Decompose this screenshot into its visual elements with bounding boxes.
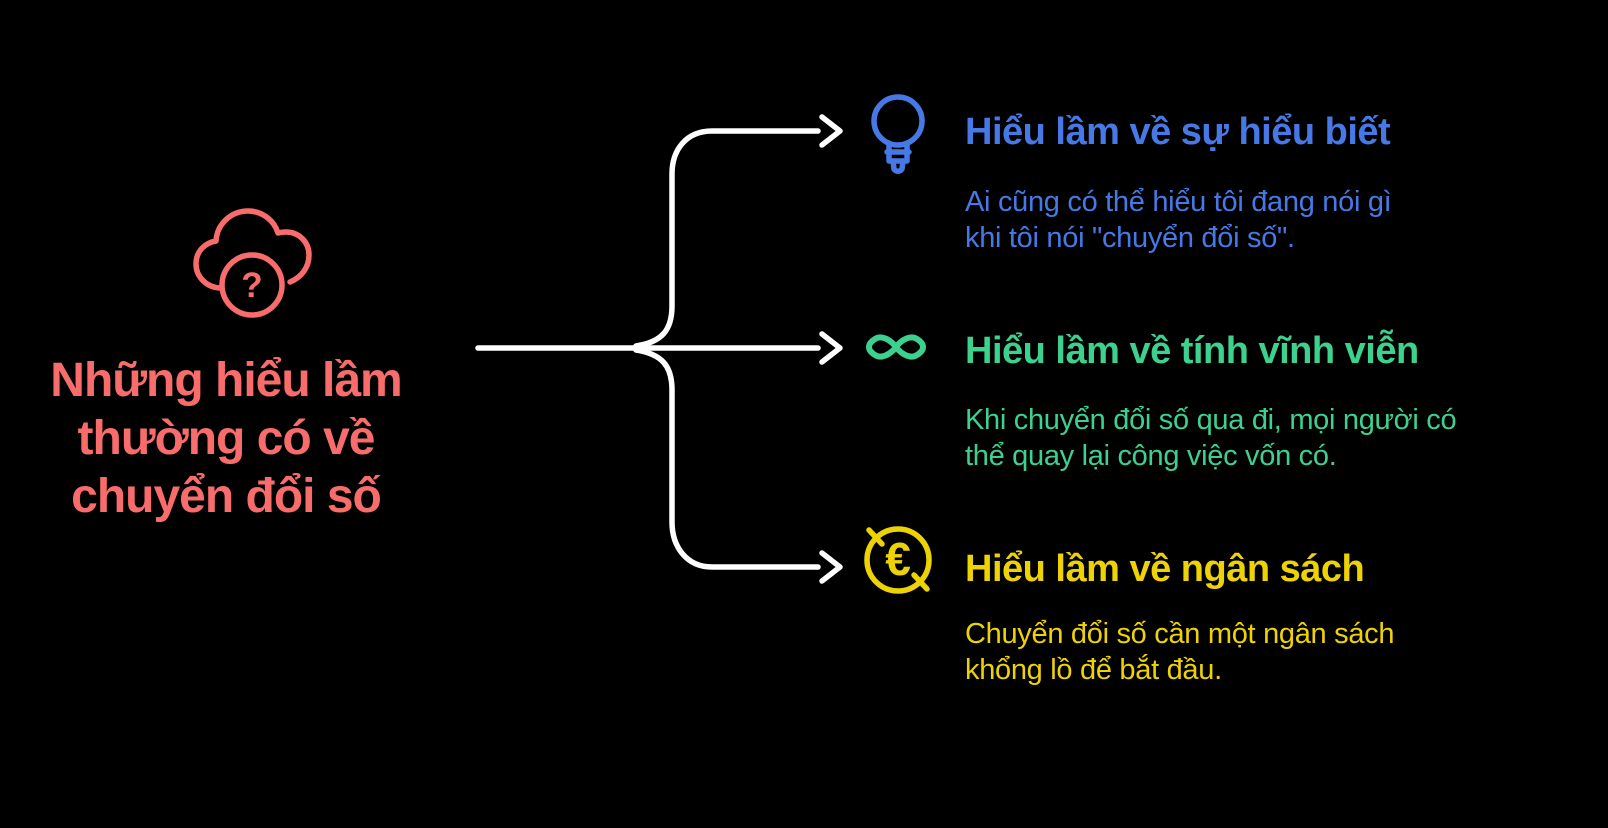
description-line: Ai cũng có thể hiểu tôi đang nói gì bbox=[965, 186, 1392, 218]
infinity-icon bbox=[866, 334, 926, 360]
branch-line-top bbox=[633, 128, 821, 349]
title-line: chuyển đổi số bbox=[71, 470, 382, 523]
lightbulb-icon bbox=[871, 94, 925, 174]
branch-line-bottom bbox=[633, 347, 821, 570]
description-line: Khi chuyển đổi số qua đi, mọi người có bbox=[965, 404, 1457, 436]
description-line: Chuyển đổi số cần một ngân sách bbox=[965, 618, 1395, 650]
branch-heading: Hiểu lầm về ngân sách bbox=[965, 548, 1365, 590]
arrowhead-icon bbox=[819, 114, 843, 148]
euro-coin-icon: € bbox=[864, 526, 932, 594]
title-line: Những hiểu lầm bbox=[50, 354, 402, 407]
description-line: khổng lồ để bắt đầu. bbox=[965, 654, 1222, 686]
description-line: thể quay lại công việc vốn có. bbox=[965, 440, 1337, 472]
title-line: thường có về bbox=[77, 412, 376, 465]
branch-description: Chuyển đổi số cần một ngân sách khổng lồ… bbox=[965, 616, 1395, 688]
branch-heading: Hiểu lầm về sự hiểu biết bbox=[965, 111, 1391, 153]
arrowhead-icon bbox=[819, 550, 843, 584]
euro-symbol-glyph: € bbox=[885, 533, 911, 585]
arrowhead-icon bbox=[819, 331, 843, 365]
cloud-question-icon: ? bbox=[193, 208, 312, 318]
branch-description: Ai cũng có thể hiểu tôi đang nói gì khi … bbox=[965, 184, 1392, 256]
branch-description: Khi chuyển đổi số qua đi, mọi người có t… bbox=[965, 402, 1457, 474]
branch-heading: Hiểu lầm về tính vĩnh viễn bbox=[965, 330, 1419, 372]
question-mark-glyph: ? bbox=[241, 266, 262, 305]
central-topic-title: Những hiểu lầm thường có về chuyển đổi s… bbox=[0, 352, 452, 526]
description-line: khi tôi nói "chuyển đổi số". bbox=[965, 222, 1295, 254]
